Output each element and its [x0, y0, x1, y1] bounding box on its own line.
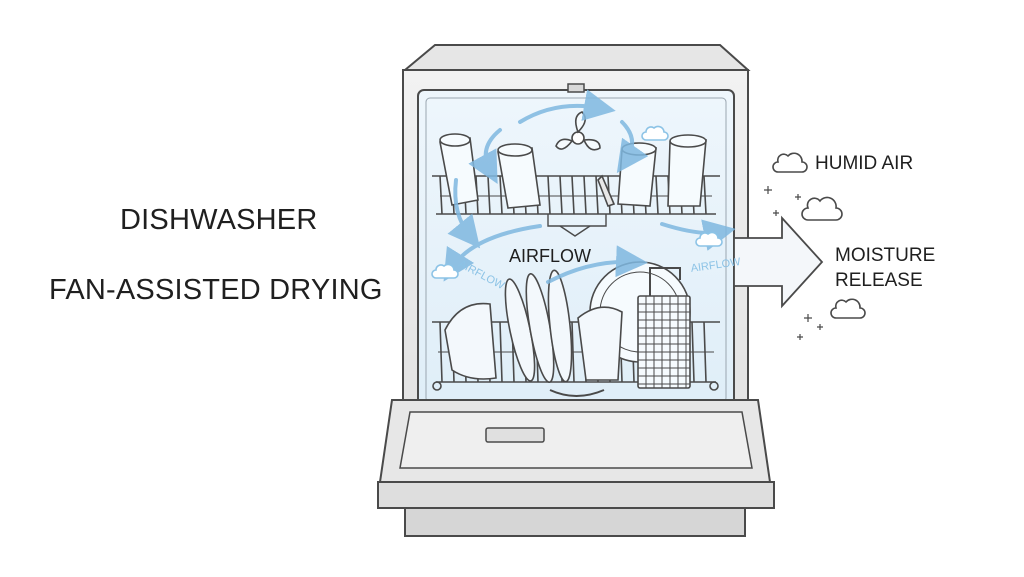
cutlery-basket: [637, 267, 691, 389]
humid-air-cloud-icons: [772, 152, 866, 319]
sparkle-icons: [764, 186, 823, 340]
moisture-release-arrow: [733, 215, 824, 309]
airflow-arrows: [443, 89, 736, 284]
airflow-label: AIRFLOW: [509, 246, 592, 266]
dishwasher-door: [377, 399, 775, 537]
steam-cloud-icons: [431, 125, 723, 279]
title-line-2: FAN-ASSISTED DRYING: [49, 274, 383, 306]
humid-air-label: HUMID AIR: [815, 153, 914, 174]
moisture-release-label: MOISTURE RELEASE: [835, 245, 936, 291]
title-line-1: DISHWASHER: [120, 204, 318, 236]
